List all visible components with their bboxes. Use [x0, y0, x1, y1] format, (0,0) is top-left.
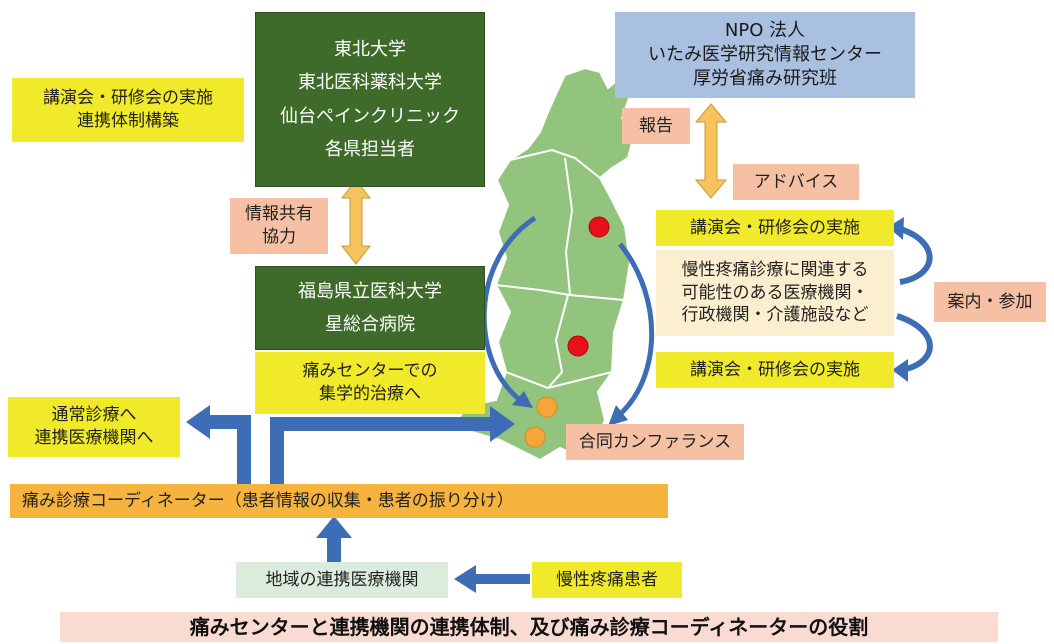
red-marker-south [567, 335, 589, 357]
institutions-line-2: 可能性のある医療機関・ [681, 282, 869, 303]
arrow-to-normal-care-head [186, 405, 210, 439]
advice-label: アドバイス [733, 164, 859, 200]
lecture-bottom-box: 講演会・研修会の実施 [656, 352, 894, 388]
pain-center-line-1: 痛みセンターでの [302, 361, 438, 382]
caption-bar: 痛みセンターと連携機関の連携体制、及び痛み診療コーディネーターの役割 [60, 612, 998, 642]
report-label: 報告 [622, 108, 690, 144]
map-border-fukushima [505, 371, 613, 390]
map-border-south [495, 284, 625, 301]
conference-text: 合同カンファランス [578, 431, 732, 452]
info-share-line-2: 協力 [262, 227, 296, 247]
pain-center-box: 痛みセンターでの 集学的治療へ [255, 352, 485, 414]
lecture-bottom-text: 講演会・研修会の実施 [690, 359, 860, 380]
universities-box: 東北大学 東北医科薬科大学 仙台ペインクリニック 各県担当者 [255, 12, 485, 187]
map-border-aomori [509, 148, 601, 179]
pain-center-line-2: 集学的治療へ [319, 384, 421, 404]
universities-line-4: 各県担当者 [325, 138, 415, 160]
arrow-left-shaft [470, 574, 530, 584]
fukushima-box: 福島県立医科大学 星総合病院 [255, 266, 485, 350]
info-share-line-1: 情報共有 [245, 204, 313, 225]
universities-line-2: 東北医科薬科大学 [298, 72, 442, 94]
regional-text: 地域の連携医療機関 [265, 569, 419, 590]
regional-box: 地域の連携医療機関 [236, 562, 448, 598]
arrow-up-shaft [327, 535, 341, 565]
double-arrow-vertical-right [694, 103, 728, 199]
fukushima-line-2: 星総合病院 [325, 314, 415, 335]
conference-label: 合同カンファランス [566, 424, 744, 460]
universities-line-1: 東北大学 [334, 38, 406, 60]
red-marker-north [588, 216, 610, 238]
arrow-to-normal-care [208, 415, 251, 484]
npo-line-2: いたみ医学研究情報センター [648, 43, 882, 65]
lecture-top-text: 講演会・研修会の実施 [690, 217, 860, 238]
normal-care-line-1: 通常診療へ [51, 405, 137, 426]
coordinator-text: 痛み診療コーディネーター（患者情報の収集・患者の振り分け） [22, 490, 514, 511]
lecture-note-box: 講演会・研修会の実施 連携体制構築 [12, 78, 244, 142]
npo-box: NPO 法人 いたみ医学研究情報センター 厚労省痛み研究班 [615, 12, 915, 98]
coordinator-bar: 痛み診療コーディネーター（患者情報の収集・患者の振り分け） [10, 484, 668, 518]
info-share-label: 情報共有 協力 [230, 198, 328, 254]
caption-text: 痛みセンターと連携機関の連携体制、及び痛み診療コーディネーターの役割 [189, 614, 869, 639]
npo-line-3: 厚労省痛み研究班 [693, 68, 837, 90]
patient-box: 慢性疼痛患者 [532, 562, 682, 598]
arrow-left-head [454, 565, 476, 593]
right-curve-top [896, 225, 933, 285]
curved-arrow-right [616, 242, 655, 418]
map-border-yamagata-miyagi [547, 294, 569, 389]
fukushima-line-1: 福島県立医科大学 [298, 280, 442, 302]
curved-arrow-right-head [608, 405, 628, 426]
universities-line-3: 仙台ペインクリニック [280, 105, 460, 127]
institutions-line-3: 行政機関・介護施設など [681, 305, 869, 326]
arrow-to-conference-head [490, 406, 515, 442]
arrow-to-conference [270, 417, 490, 484]
npo-line-1: NPO 法人 [724, 19, 806, 41]
lecture-note-line-2: 連携体制構築 [77, 111, 179, 131]
report-text: 報告 [639, 115, 673, 136]
guidance-text: 案内・参加 [947, 291, 1033, 312]
guidance-label: 案内・参加 [934, 282, 1046, 322]
double-arrow-vertical-left [340, 179, 372, 265]
normal-care-box: 通常診療へ 連携医療機関へ [8, 397, 180, 457]
normal-care-line-2: 連携医療機関へ [34, 428, 154, 448]
lecture-note-line-1: 講演会・研修会の実施 [43, 88, 213, 109]
lecture-top-box: 講演会・研修会の実施 [656, 210, 894, 246]
institutions-box: 慢性疼痛診療に関連する 可能性のある医療機関・ 行政機関・介護施設など [656, 250, 894, 336]
arrow-up-head [316, 516, 352, 538]
right-curve-bottom-head [892, 359, 908, 382]
curved-arrow-left-head [512, 391, 533, 408]
right-curve-bottom [896, 313, 933, 373]
orange-marker-lower [524, 426, 546, 448]
patient-text: 慢性疼痛患者 [556, 569, 658, 590]
map-border-akita-iwate [564, 157, 574, 296]
institutions-line-1: 慢性疼痛診療に関連する [681, 259, 869, 280]
orange-marker-upper [536, 396, 558, 418]
right-curve-top-head [888, 217, 904, 240]
advice-text: アドバイス [753, 171, 839, 192]
